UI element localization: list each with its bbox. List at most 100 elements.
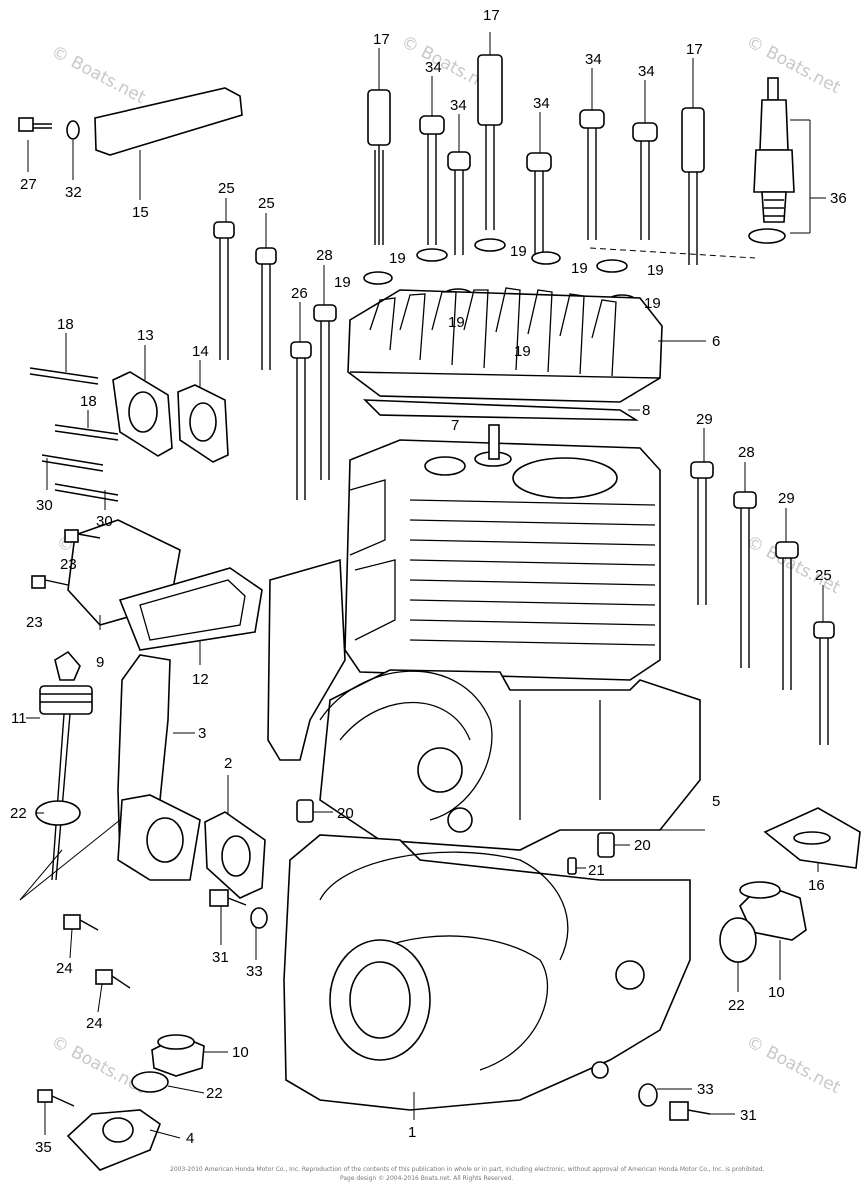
callout-1: 1: [408, 1124, 416, 1141]
callout-29-a: 29: [696, 411, 713, 428]
callout-18-a: 18: [57, 316, 74, 333]
callout-19-c: 19: [510, 243, 527, 260]
breather-plate-16-slot: [793, 831, 831, 845]
callout-19-e: 19: [647, 262, 664, 279]
callout-15: 15: [132, 204, 149, 221]
callout-32: 32: [65, 184, 82, 201]
cylinder-stud-17-left: [367, 89, 391, 245]
callout-30-b: 30: [96, 513, 113, 530]
callout-33-b: 33: [697, 1081, 714, 1098]
gasket-2-hole: [221, 835, 251, 877]
callout-4: 4: [186, 1130, 194, 1147]
callout-17-center: 17: [483, 7, 500, 24]
gasket-12: [118, 567, 263, 651]
callout-30-a: 30: [36, 497, 53, 514]
callout-19-a: 19: [334, 274, 351, 291]
cylinder-stud-17-center: [477, 54, 503, 230]
filler-flange-hole: [146, 817, 184, 863]
callout-3: 3: [198, 725, 206, 742]
bolt-24-lower: [95, 969, 131, 989]
gasket-12-inner: [139, 579, 246, 641]
callout-8: 8: [642, 402, 650, 419]
cylinder-block-7: [344, 424, 661, 681]
callout-24-b: 24: [86, 1015, 103, 1032]
bolt-27: [18, 117, 52, 132]
callout-36: 36: [830, 190, 847, 207]
callout-14: 14: [192, 343, 209, 360]
leader-lines: [19, 32, 826, 1139]
callout-13: 13: [137, 327, 154, 344]
callout-17-right: 17: [686, 41, 703, 58]
callout-11: 11: [11, 710, 27, 727]
washer-33-right: [638, 1083, 658, 1107]
dowel-pin-20-right: [597, 832, 615, 858]
callout-22-a: 22: [10, 805, 27, 822]
copyright-line-2: Page design © 2004-2016 Boats.net. All R…: [340, 1175, 513, 1182]
callout-25-b: 25: [258, 195, 275, 212]
pin-21: [567, 857, 577, 875]
callout-34-b: 34: [450, 97, 467, 114]
callout-22-c: 22: [206, 1085, 223, 1102]
callout-27: 27: [20, 176, 37, 193]
callout-17-left: 17: [373, 31, 390, 48]
callout-19-d: 19: [571, 260, 588, 277]
watermark-1: © Boats.net: [48, 42, 149, 109]
insulator-13-hole: [128, 391, 158, 433]
callout-18-b: 18: [80, 393, 97, 410]
spark-plug-36: [748, 77, 795, 244]
crankcase-cover-1: [283, 834, 691, 1111]
callout-7: 7: [451, 417, 459, 434]
cylinder-head-6: [347, 287, 663, 403]
long-bolts: [213, 221, 835, 745]
callout-16: 16: [808, 877, 825, 894]
callout-19-h: 19: [514, 343, 531, 360]
callout-10-a: 10: [768, 984, 785, 1001]
callout-25-c: 25: [815, 567, 832, 584]
bolt-31-right: [669, 1101, 711, 1121]
callout-24-a: 24: [56, 960, 73, 977]
callout-23-a: 23: [60, 556, 77, 573]
crankcase-5: [267, 558, 701, 851]
drain-plug-10-right: [739, 881, 807, 941]
studs-30: [41, 454, 119, 502]
callout-23-b: 23: [26, 614, 43, 631]
head-bolts-34: [419, 109, 658, 255]
callout-31-a: 31: [212, 949, 229, 966]
o-ring-22-lower: [131, 1071, 169, 1093]
bolts-23: [31, 529, 101, 589]
callout-9: 9: [96, 654, 104, 671]
copyright-line-1: 2003-2010 American Honda Motor Co., Inc.…: [170, 1166, 765, 1173]
callout-10-b: 10: [232, 1044, 249, 1061]
watermark-7: © Boats.net: [48, 1032, 149, 1099]
callout-34-a: 34: [425, 59, 442, 76]
callout-31-b: 31: [740, 1107, 757, 1124]
cylinder-stud-17-right: [681, 107, 705, 265]
bolt-31-left: [209, 889, 247, 907]
callout-35: 35: [35, 1139, 52, 1156]
oil-plug-10-lower: [151, 1034, 205, 1077]
dowel-pin-20-left: [296, 799, 314, 823]
bolt-24-upper: [63, 914, 99, 931]
callout-5: 5: [712, 793, 720, 810]
washer-32: [66, 120, 80, 140]
o-ring-22-right: [719, 917, 757, 963]
callout-21: 21: [588, 862, 605, 879]
gasket-14-hole: [189, 402, 217, 442]
callout-28-b: 28: [738, 444, 755, 461]
callout-20-b: 20: [634, 837, 651, 854]
callout-19-f: 19: [644, 295, 661, 312]
callout-12: 12: [192, 671, 209, 688]
plate-15: [94, 87, 243, 156]
callout-28-a: 28: [316, 247, 333, 264]
oil-dipstick-11: [39, 650, 93, 881]
head-gasket-8: [362, 399, 639, 421]
callout-numbers: 17 17 17 34 34 34 34 34 34 27 32 15 25 2…: [10, 7, 847, 1156]
callout-19-b: 19: [389, 250, 406, 267]
callout-20-a: 20: [337, 805, 354, 822]
callout-6: 6: [712, 333, 720, 350]
callout-22-b: 22: [728, 997, 745, 1014]
watermark-9: © Boats.net: [743, 1032, 844, 1099]
washer-33-left: [250, 907, 268, 929]
callout-34-d: 34: [585, 51, 602, 68]
